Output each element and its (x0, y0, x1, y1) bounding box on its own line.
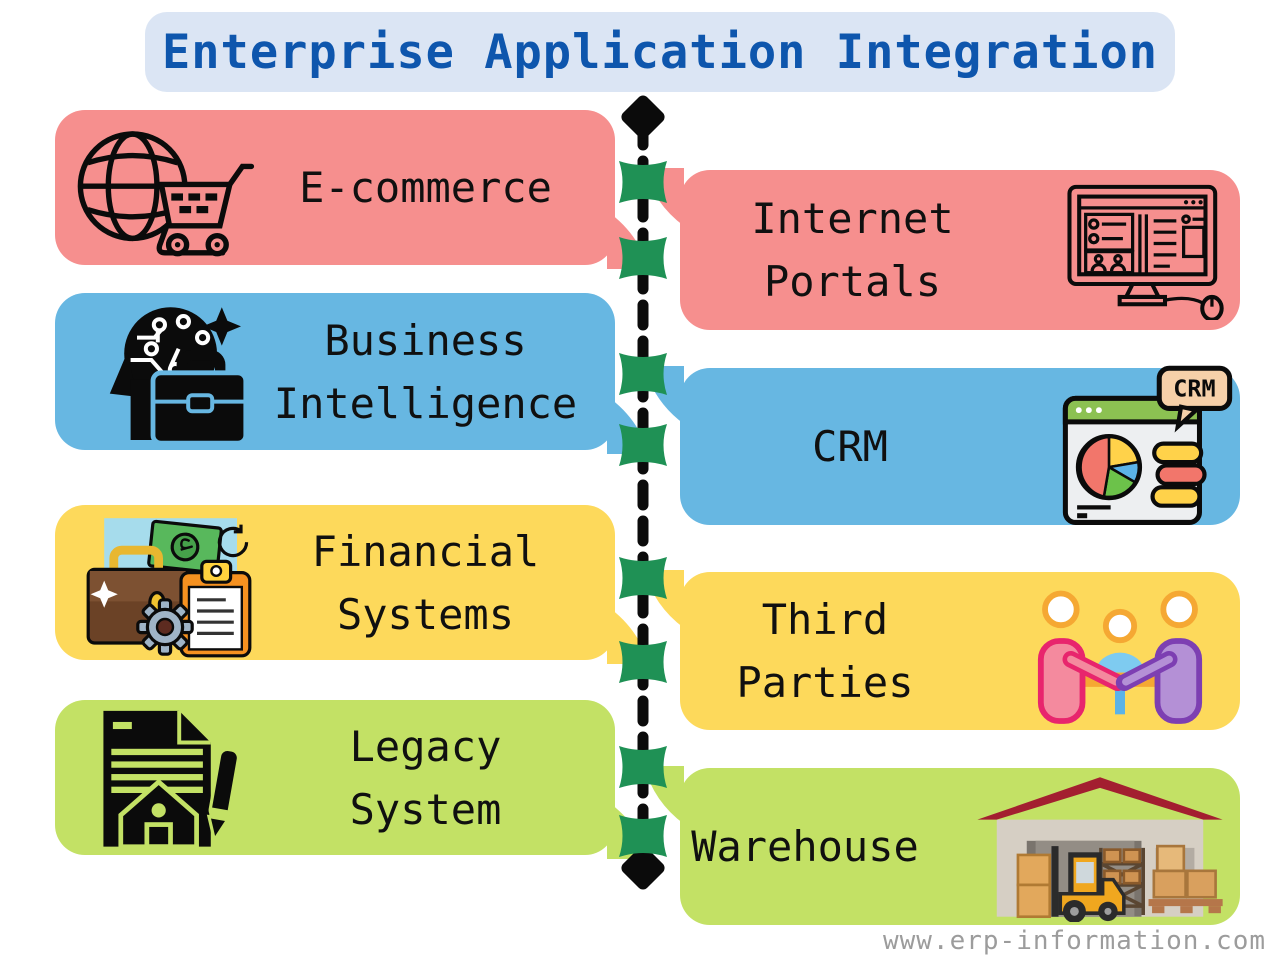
monitor-mouse-svg (1066, 184, 1224, 320)
box-label-financial-systems: Financial Systems (311, 526, 540, 639)
box-third-parties: Third Parties (644, 570, 1240, 730)
box-label-legacy-system: Legacy System (349, 721, 502, 834)
box-label-internet-portals: Internet Portals (751, 194, 954, 306)
meeting-table-svg (1037, 590, 1203, 724)
box-warehouse: Warehouse (644, 766, 1240, 925)
spine-markers (619, 161, 667, 857)
spine-top-diamond (621, 95, 665, 139)
crm-browser-svg: CRM (1062, 365, 1233, 525)
finance-documents-icon (55, 507, 262, 659)
box-ecommerce: E-commerce (55, 110, 649, 269)
box-business-intelligence: Business Intelligence (55, 293, 649, 454)
box-crm: CRM CRM (644, 365, 1240, 525)
spine-bottom-diamond (621, 846, 665, 890)
connector-marker (619, 815, 667, 857)
globe-cart-icon (55, 114, 262, 262)
timeline-spine (619, 95, 667, 890)
connector-marker (619, 237, 667, 279)
crm-browser-icon: CRM (1050, 363, 1240, 531)
connector-marker (619, 641, 667, 683)
ai-head-briefcase-svg (109, 306, 248, 446)
connector-marker (619, 557, 667, 599)
watermark: www.erp-information.com (882, 926, 1266, 956)
warehouse-forklift-svg (977, 776, 1223, 922)
connector-marker (619, 746, 667, 788)
box-label-crm: CRM (812, 422, 888, 471)
box-label-business-intelligence: Business Intelligence (273, 315, 578, 428)
box-financial-systems: Financial Systems (55, 505, 649, 664)
connector-marker (619, 424, 667, 466)
box-internet-portals: Internet Portals (644, 168, 1240, 330)
box-legacy-system: Legacy System (55, 700, 649, 859)
globe-cart-svg (77, 130, 254, 256)
warehouse-forklift-icon (960, 772, 1240, 922)
box-label-third-parties: Third Parties (736, 595, 914, 707)
box-label-ecommerce: E-commerce (299, 163, 552, 212)
document-house-pen-icon (55, 703, 262, 853)
finance-documents-svg (86, 517, 251, 657)
monitor-mouse-icon (1055, 180, 1240, 320)
ai-head-briefcase-icon (55, 296, 262, 448)
document-house-pen-svg (102, 710, 240, 849)
connector-marker (619, 353, 667, 395)
page-title: Enterprise Application Integration (145, 12, 1175, 92)
crm-badge-label: CRM (1173, 374, 1215, 402)
box-label-warehouse: Warehouse (691, 822, 919, 871)
connector-marker (619, 161, 667, 203)
meeting-table-icon (1000, 576, 1240, 726)
